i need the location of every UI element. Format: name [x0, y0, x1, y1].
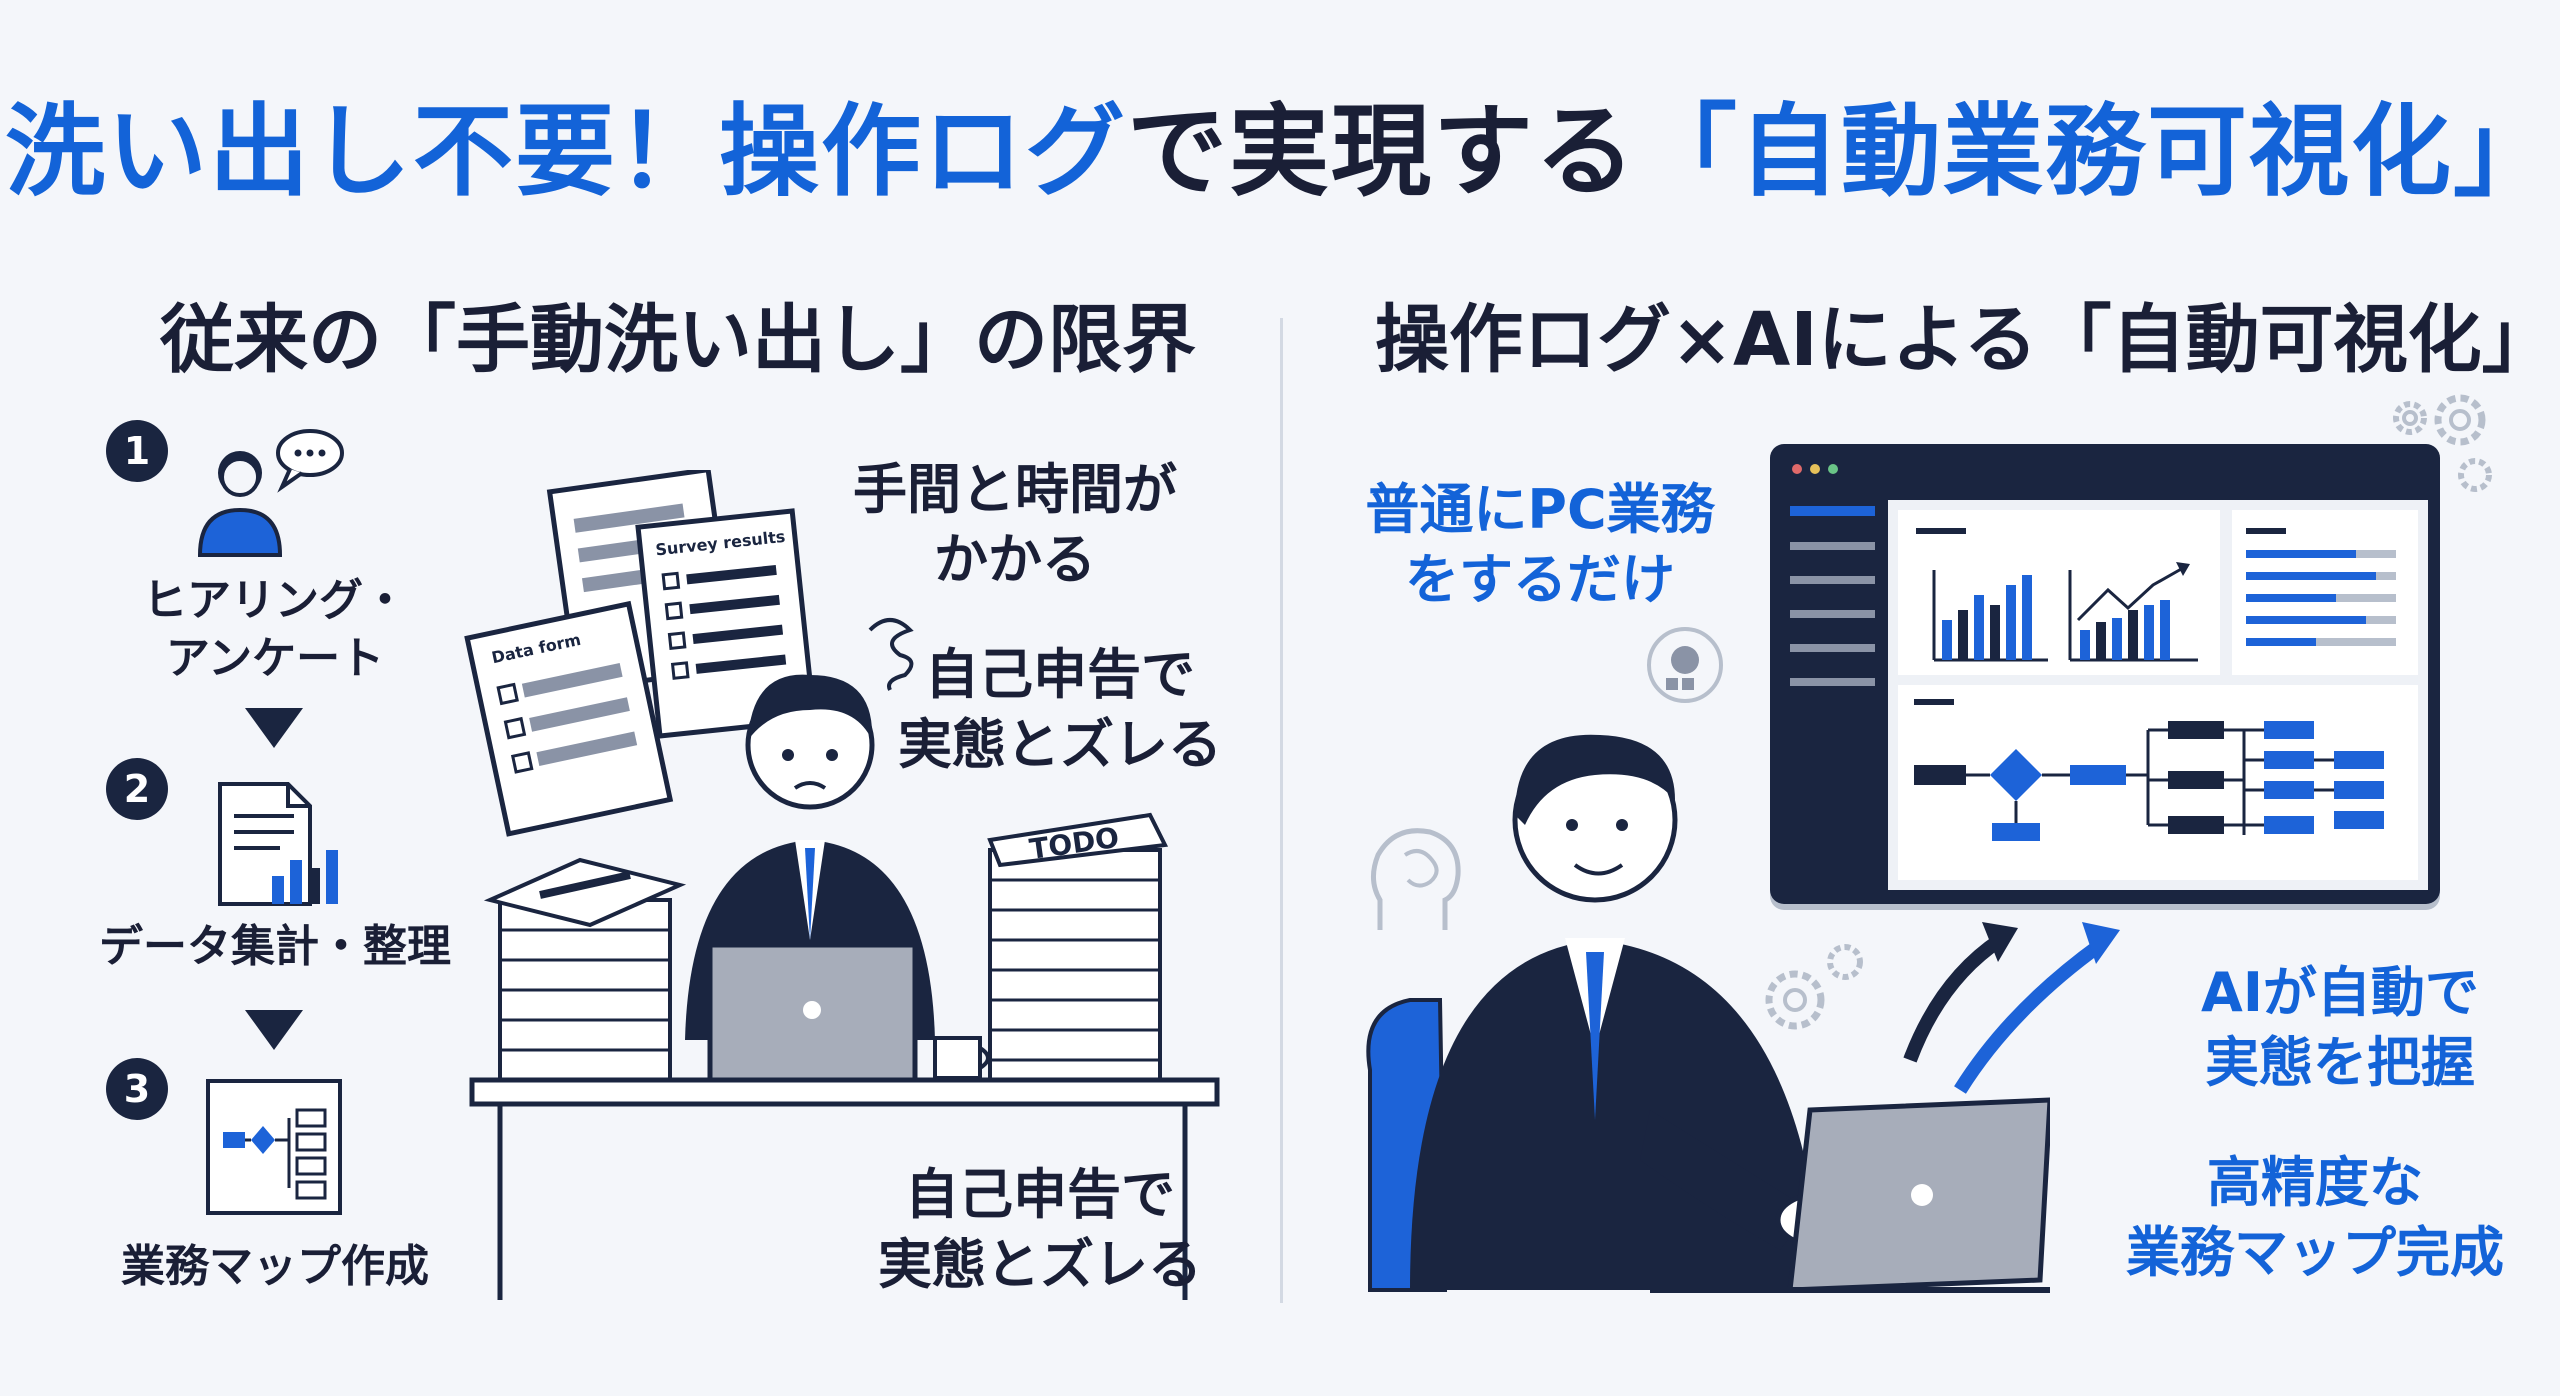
desk	[469, 1077, 1220, 1107]
flowchart-card	[1898, 685, 2418, 880]
callout-gap: 自己申告で 実態とズレる	[880, 640, 1240, 780]
step-1-label-line2: アンケート	[165, 633, 385, 684]
window-minimize-dot[interactable]	[1810, 464, 1820, 474]
callout-ai: AIが自動で 実態を把握	[2120, 958, 2560, 1098]
mini-hbar-chart	[2246, 528, 2396, 646]
callout-time: 手間と時間が かかる	[835, 455, 1195, 595]
callout-gap-line2: 実態とズレる	[898, 713, 1222, 776]
sidebar-item-active[interactable]	[1790, 506, 1875, 516]
step-1-label: ヒアリング・ アンケート	[100, 572, 450, 688]
step-arrow-1	[245, 708, 303, 748]
bar-chart-card	[1898, 510, 2220, 675]
sidebar-item[interactable]	[1790, 678, 1875, 686]
page-title: 洗い出し不要！操作ログで実現する「自動業務可視化」	[0, 70, 2560, 215]
callout-map-line2: 業務マップ完成	[2126, 1221, 2504, 1284]
ai-processing-icon	[1647, 627, 1723, 703]
upward-arrows	[1903, 922, 2120, 1094]
dashboard-sidebar	[1782, 494, 1892, 894]
callout-gap-2-line2: 実態とズレる	[878, 1233, 1202, 1296]
metrics-card	[2232, 510, 2418, 675]
callout-map-line1: 高精度な	[2207, 1151, 2423, 1214]
callout-gap-2: 自己申告で 実態とズレる	[860, 1160, 1220, 1300]
step-1-number: 1	[106, 420, 168, 482]
callout-normal-line1: 普通にPC業務	[1365, 478, 1715, 541]
paper-stack-right: TODO	[987, 812, 1169, 1082]
callout-time-line1: 手間と時間が	[853, 458, 1177, 521]
workflow-map-icon	[206, 1079, 342, 1215]
title-part-1: 洗い出し不要！操作ログ	[5, 93, 1127, 210]
document-chart-icon	[218, 782, 338, 906]
center-divider	[1280, 318, 1283, 1303]
callout-normal-line2: をするだけ	[1405, 548, 1675, 611]
sidebar-item[interactable]	[1790, 610, 1875, 618]
dashboard-main	[1888, 500, 2428, 890]
left-subtitle: 従来の「手動洗い出し」の限界	[160, 297, 1196, 383]
gears-small-icon	[1765, 944, 1863, 1030]
step-2-number: 2	[106, 758, 168, 820]
step-3-label: 業務マップ作成	[121, 1241, 429, 1292]
sidebar-item[interactable]	[1790, 542, 1875, 550]
brain-icon	[1371, 828, 1461, 930]
callout-normal-work: 普通にPC業務 をするだけ	[1350, 475, 1730, 615]
sidebar-item[interactable]	[1790, 644, 1875, 652]
right-subtitle: 操作ログ×AIによる「自動可視化」	[1375, 297, 2556, 383]
stress-scribble	[868, 618, 914, 691]
sidebar-item[interactable]	[1790, 576, 1875, 584]
window-maximize-dot[interactable]	[1828, 464, 1838, 474]
callout-map: 高精度な 業務マップ完成	[2070, 1148, 2560, 1288]
dashboard-window	[1770, 444, 2440, 904]
businessman-suit	[1410, 940, 1820, 1290]
callout-time-line2: かかる	[934, 528, 1096, 591]
step-2-label: データ集計・整理	[99, 921, 451, 972]
person-speech-icon	[197, 429, 344, 557]
title-part-2: で実現する	[1127, 93, 1637, 210]
overworked-worker-illustration: Survey results Data form	[464, 470, 1220, 1300]
callout-ai-line1: AIが自動で	[2201, 961, 2479, 1024]
businessman-illustration	[1366, 734, 2050, 1293]
coffee-mug	[933, 1036, 982, 1080]
callout-ai-line2: 実態を把握	[2205, 1031, 2475, 1094]
callout-gap-line1: 自己申告で	[925, 643, 1195, 706]
step-arrow-2	[245, 1010, 303, 1050]
paper-stack-left	[483, 857, 687, 1082]
step-3-number: 3	[106, 1058, 168, 1120]
callout-gap-2-line1: 自己申告で	[905, 1163, 1175, 1226]
window-close-dot[interactable]	[1792, 464, 1802, 474]
title-part-3: 「自動業務可視化」	[1637, 93, 2555, 210]
mini-flowchart	[1914, 699, 2384, 841]
gears-icon	[2393, 394, 2492, 492]
step-1-label-line1: ヒアリング・	[143, 575, 407, 626]
mini-bar-chart	[1916, 528, 2198, 662]
